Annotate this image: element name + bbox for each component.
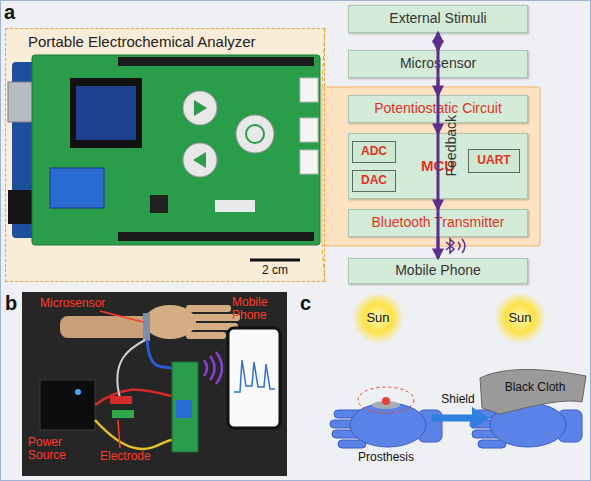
electrode-clip (110, 396, 132, 404)
wire (95, 420, 172, 449)
connector (300, 150, 318, 174)
push-button (183, 143, 217, 177)
sun-glow (494, 292, 546, 344)
process-box: External Stimuli (348, 5, 528, 33)
photo-background (22, 292, 287, 476)
module-box: DAC (352, 170, 396, 192)
process-box: Bluetooth Transmitter (348, 209, 528, 237)
module-box: ADC (352, 141, 396, 163)
phone-body (228, 328, 280, 428)
black-cloth (480, 370, 586, 415)
button-arrow (194, 100, 207, 116)
flow-arrow (437, 33, 440, 50)
sensor-dot (382, 397, 390, 405)
wooden-finger (190, 314, 240, 321)
label-text: Mobile Phone (232, 296, 282, 322)
mcu-box: MCU ADC DAC UART (348, 133, 528, 199)
shield-arrow-head (472, 407, 490, 429)
label-text: 2 cm (262, 264, 288, 277)
connector (300, 78, 318, 102)
push-button (236, 115, 274, 153)
photo-region (5, 28, 325, 282)
power-box (40, 380, 95, 430)
bluetooth-symbol (446, 239, 454, 253)
label-text: Sun (366, 311, 389, 325)
sensor-band (143, 313, 150, 341)
node-text: DAC (361, 174, 387, 187)
label-text: Black Cloth (505, 381, 566, 394)
pin-header (118, 57, 314, 66)
flow-arrow (437, 237, 440, 258)
phone-plot (234, 360, 275, 392)
push-button (183, 91, 217, 125)
scale-bar (250, 259, 300, 262)
sun-glow (352, 292, 404, 344)
display-screen (70, 78, 142, 148)
node-text: Portable Electrochemical Analyzer (28, 34, 256, 51)
button-mark (246, 125, 264, 143)
label-text: c (300, 292, 311, 314)
node-text: Potentiostatic Circuit (374, 101, 502, 116)
label-text: Sun (508, 311, 531, 325)
wireless-waves (458, 239, 465, 253)
module-box: UART (468, 149, 520, 173)
label-text: a (4, 1, 15, 23)
photo-frame: Portable Electrochemical Analyzer (5, 28, 325, 282)
wire (117, 340, 145, 398)
label-text: Microsensor (40, 297, 105, 310)
leader-line (100, 311, 143, 322)
node-text: Microsensor (400, 56, 476, 71)
process-box: Microsensor (348, 50, 528, 78)
power-led (75, 389, 81, 395)
node-text: Mobile Phone (395, 263, 481, 278)
wire (95, 390, 172, 405)
wooden-finger (186, 332, 226, 339)
analyzer-band (322, 87, 540, 246)
node-text: Bluetooth Transmitter (371, 215, 504, 230)
process-box: Mobile Phone (348, 258, 528, 284)
node-text: External Stimuli (389, 11, 486, 26)
label-text: Electrode (100, 450, 151, 463)
display-glass (76, 86, 136, 140)
node-text: UART (477, 154, 510, 167)
connector (300, 118, 318, 142)
hand-palm (350, 403, 426, 447)
shield-arrow (432, 415, 474, 422)
flow-arrow (437, 123, 440, 133)
bluetooth-module (50, 168, 104, 208)
label-text: Shield (441, 393, 474, 406)
analyzer-board (172, 362, 198, 452)
button-arrow (193, 152, 206, 168)
pin-header (118, 232, 314, 241)
wooden-finger (186, 305, 231, 312)
prosthesis-hand (330, 387, 442, 448)
wireless-waves (204, 352, 222, 384)
logo-plate (215, 200, 255, 212)
node-text: ADC (361, 145, 387, 158)
label-text: Prosthesis (358, 451, 414, 464)
flow-arrow (437, 78, 440, 95)
node-text: MCU (421, 158, 455, 175)
wooden-forearm (60, 316, 150, 338)
bluetooth-module (176, 400, 192, 418)
pcb-board (32, 55, 320, 245)
leader-line (118, 420, 120, 448)
process-box: Potentiostatic Circuit (348, 95, 528, 123)
chip (150, 195, 168, 213)
electrode-clip (112, 410, 134, 418)
highlight-ellipse (358, 387, 414, 413)
label-text: Power Source (28, 436, 83, 462)
label-text: b (5, 292, 17, 314)
flow-arrow (437, 33, 440, 258)
flow-arrow (437, 199, 440, 209)
